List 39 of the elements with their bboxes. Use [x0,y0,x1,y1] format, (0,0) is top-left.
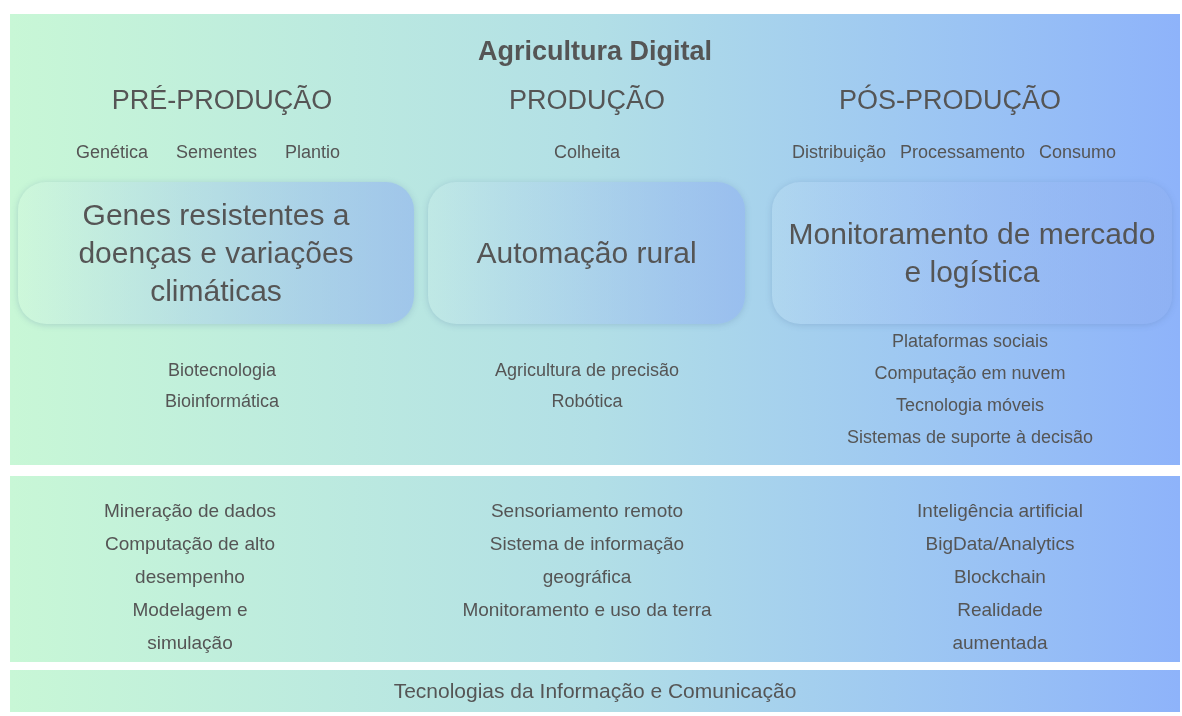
label-text: Biotecnologia [167,359,277,382]
panel-background [10,14,1180,465]
label-text: Computação em nuvem [874,362,1066,385]
label-text: Robótica [551,390,623,413]
label-text: Plantio [285,141,341,164]
label-text: BigData/Analytics [925,532,1075,556]
label-text: Blockchain [954,565,1046,589]
label-text: Sistema de informação geográfica [488,532,686,589]
label-text: Mineração de dados [103,499,277,523]
box-text: Genes resistentes a doenças e variações climáticas [77,197,355,309]
box-text: Automação rural [476,235,697,271]
label-text: Computação de alto desempenho [103,532,277,589]
label-text: Sementes [175,141,257,164]
label-text: Plataformas sociais [891,330,1049,353]
label-text: PÓS-PRODUÇÃO [839,83,1061,117]
label-text: Monitoramento e uso da terra [462,598,712,622]
label-text: Tecnologia móveis [895,394,1045,417]
label-text: PRODUÇÃO [509,84,665,117]
title: Agricultura Digital [478,35,712,68]
box-text: Monitoramento de mercado e logística [787,216,1157,290]
label-text: Consumo [1039,141,1117,164]
label-text: Modelagem e simulação [131,598,249,655]
rounded-box [772,182,1172,324]
label-text: Bioinformática [164,390,279,413]
box-text: Tecnologias da Informação e Comunicação [393,678,797,705]
rounded-box [10,670,1180,712]
label-text: Distribuição [791,141,886,164]
label-text: Sensoriamento remoto [490,499,684,523]
label-text: Agricultura de precisão [494,359,680,382]
label-text: Realidade aumentada [951,598,1049,655]
label-text: Processamento [899,141,1026,164]
label-text: Genética [75,141,148,164]
label-text: PRÉ-PRODUÇÃO [111,84,333,117]
label-text: Colheita [553,141,620,164]
panel-background [10,476,1180,662]
label-text: Sistemas de suporte à decisão [846,426,1094,449]
label-text: Inteligência artificial [917,499,1083,523]
rounded-box [18,182,414,324]
rounded-box [428,182,745,324]
